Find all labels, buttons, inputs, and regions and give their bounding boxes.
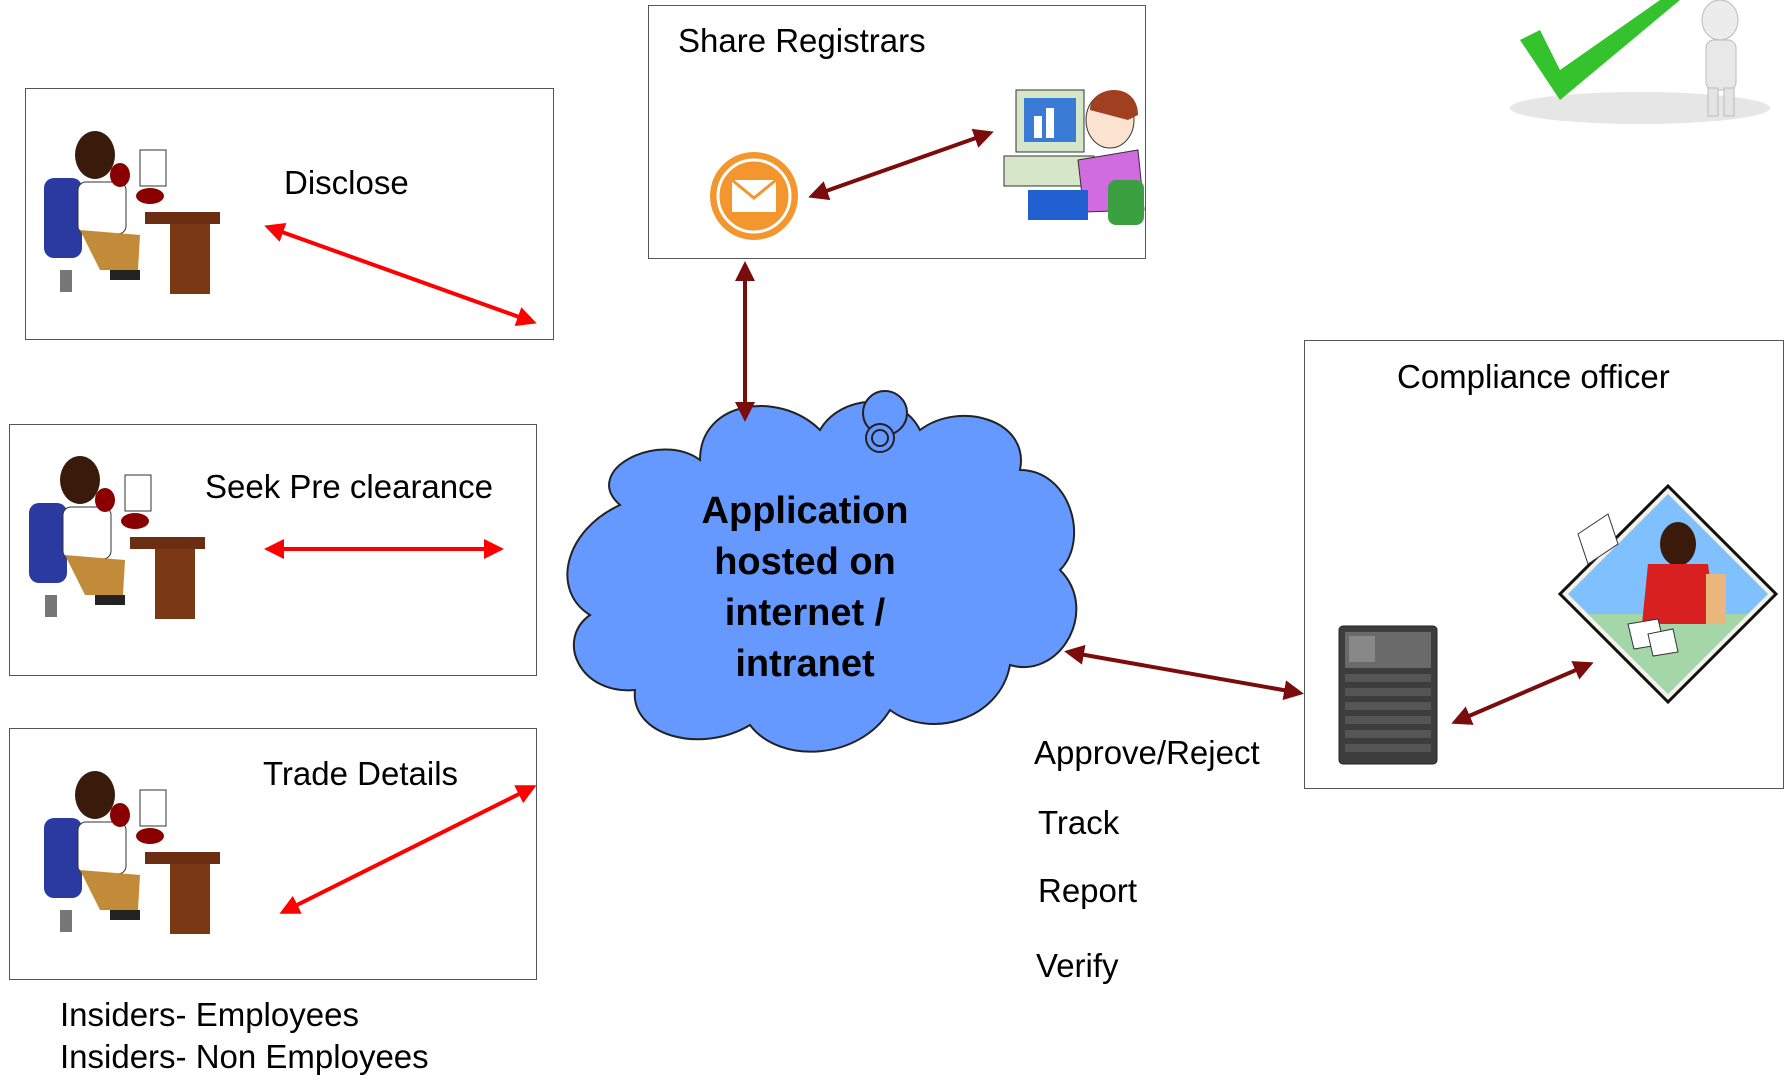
footer-non-employees: Insiders- Non Employees: [60, 1038, 429, 1075]
cloud-line-1: Application: [701, 490, 909, 532]
action-track: Track: [1038, 804, 1120, 841]
cloud-line-4: intranet: [735, 643, 875, 685]
compliance-title: Compliance officer: [1397, 358, 1670, 395]
server-officer-arrow: [1451, 661, 1594, 725]
footer-employees: Insiders- Employees: [60, 996, 359, 1033]
server-icon: [1338, 625, 1438, 765]
action-approve-reject: Approve/Reject: [1034, 734, 1260, 771]
computer-user-icon: [1003, 89, 1145, 225]
cloud-shape: [566, 390, 1078, 753]
registrar-internal-arrow: [808, 128, 994, 201]
cloud-compliance-arrow: [1064, 644, 1304, 701]
cloud-label: Application hosted on internet / intrane…: [680, 486, 930, 690]
compliance-officer-icon: [1558, 484, 1778, 704]
action-verify: Verify: [1036, 947, 1119, 984]
insider-person-icon: [29, 456, 205, 619]
disclose-label: Disclose: [284, 164, 409, 201]
cloud-line-2: hosted on: [714, 541, 896, 583]
trade-label: Trade Details: [263, 755, 459, 792]
trade-arrow: [279, 785, 537, 914]
disclose-arrow: [264, 222, 537, 327]
checkmark-figure-icon: [1510, 0, 1770, 124]
registrars-title: Share Registrars: [678, 22, 926, 59]
cloud-line-3: internet /: [724, 592, 886, 634]
insider-person-icon: [44, 131, 220, 294]
action-report: Report: [1038, 872, 1138, 909]
preclearance-label: Seek Pre clearance: [205, 468, 493, 505]
insider-person-icon: [44, 771, 220, 934]
mail-icon: [710, 152, 798, 240]
